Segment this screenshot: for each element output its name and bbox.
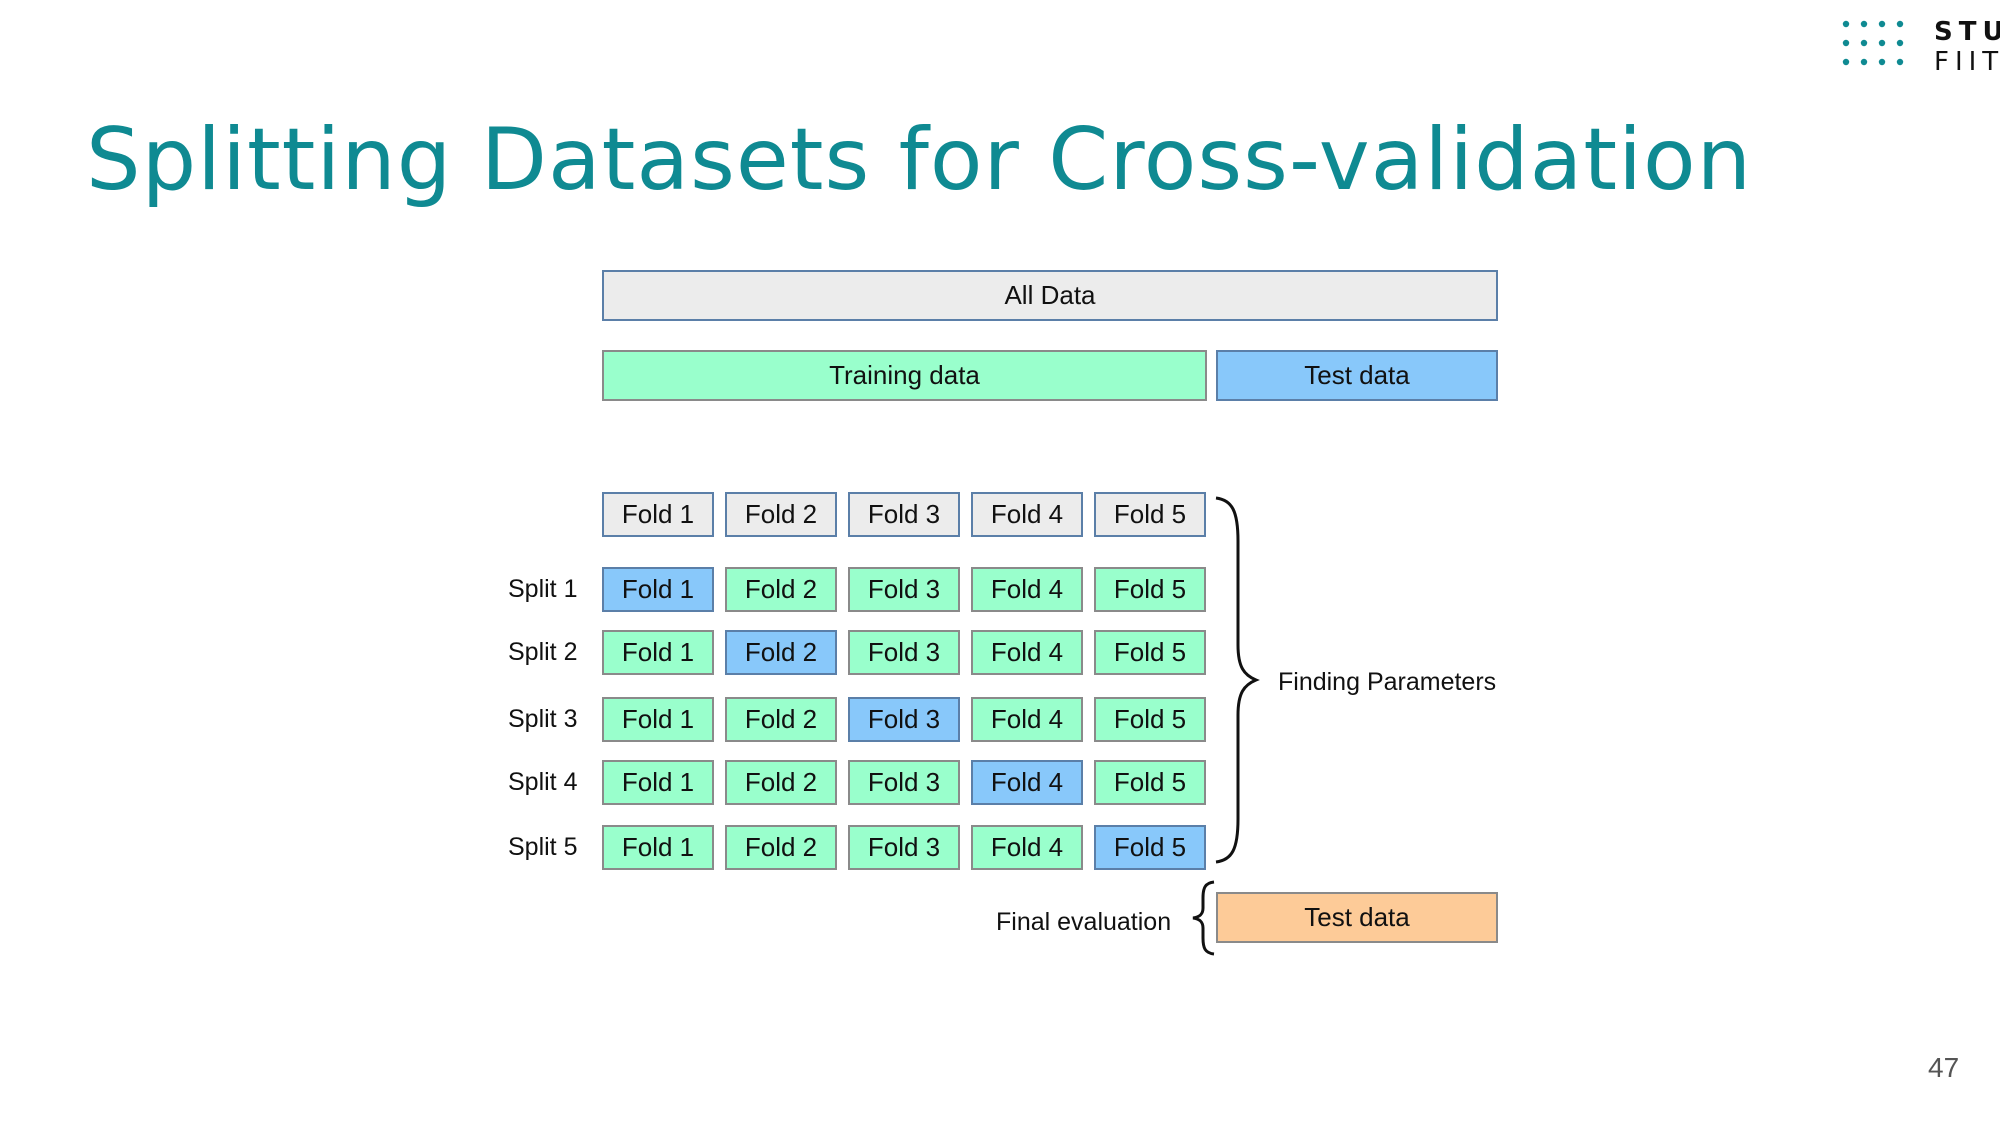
training-data-label: Training data [829,360,980,390]
split-label: Split 5 [508,833,578,861]
training-fold-cell: Fold 2 [725,567,837,612]
logo-dots [1842,20,1904,66]
training-fold-cell: Fold 4 [971,825,1083,870]
fold-label: Fold 1 [621,832,695,862]
fold-label: Fold 5 [1113,704,1187,734]
fold-label: Fold 3 [867,574,941,604]
validation-fold-cell: Fold 2 [725,630,837,675]
validation-fold-cell: Fold 1 [602,567,714,612]
fold-header-cell: Fold 3 [848,492,960,537]
training-fold-cell: Fold 5 [1094,760,1206,805]
fold-label: Fold 5 [1113,637,1187,667]
fold-header-cell: Fold 1 [602,492,714,537]
split-label: Split 1 [508,575,578,603]
fold-label: Fold 2 [744,499,818,529]
training-fold-cell: Fold 3 [848,760,960,805]
split-label: Split 4 [508,768,578,796]
training-data-bar: Training data [602,350,1207,401]
fold-label: Fold 1 [621,704,695,734]
fold-label: Fold 3 [867,499,941,529]
fold-label: Fold 2 [744,767,818,797]
fold-label: Fold 4 [990,832,1064,862]
training-fold-cell: Fold 5 [1094,567,1206,612]
final-test-data-label: Test data [1304,902,1410,932]
fold-header-cell: Fold 4 [971,492,1083,537]
fold-label: Fold 4 [990,767,1064,797]
final-evaluation-brace [1192,880,1215,956]
fold-label: Fold 4 [990,574,1064,604]
all-data-bar: All Data [602,270,1498,321]
validation-fold-cell: Fold 3 [848,697,960,742]
split-label: Split 3 [508,705,578,733]
validation-fold-cell: Fold 5 [1094,825,1206,870]
training-fold-cell: Fold 1 [602,697,714,742]
fold-label: Fold 5 [1113,767,1187,797]
fold-label: Fold 5 [1113,832,1187,862]
fold-label: Fold 4 [990,704,1064,734]
training-fold-cell: Fold 5 [1094,697,1206,742]
stu-fiit-logo: STU FIIT [1842,17,2000,76]
slide-title: Splitting Datasets for Cross-validation [86,110,1753,210]
training-fold-cell: Fold 4 [971,567,1083,612]
fold-label: Fold 1 [621,574,695,604]
fold-header-cell: Fold 2 [725,492,837,537]
training-fold-cell: Fold 4 [971,630,1083,675]
fold-label: Fold 3 [867,637,941,667]
test-data-bar: Test data [1216,350,1498,401]
fold-label: Fold 3 [867,704,941,734]
test-data-label: Test data [1304,360,1410,390]
training-fold-cell: Fold 5 [1094,630,1206,675]
fold-label: Fold 4 [990,637,1064,667]
fold-label: Fold 5 [1113,499,1187,529]
finding-parameters-label: Finding Parameters [1278,668,1497,696]
fold-label: Fold 1 [621,767,695,797]
fold-label: Fold 1 [621,637,695,667]
final-evaluation-label: Final evaluation [996,908,1172,936]
fold-label: Fold 4 [990,499,1064,529]
training-fold-cell: Fold 4 [971,697,1083,742]
training-fold-cell: Fold 3 [848,630,960,675]
fold-header-cell: Fold 5 [1094,492,1206,537]
training-fold-cell: Fold 3 [848,825,960,870]
training-fold-cell: Fold 2 [725,697,837,742]
training-fold-cell: Fold 2 [725,760,837,805]
finding-parameters-brace [1215,496,1260,864]
logo-text-line2: FIIT [1934,47,2000,76]
fold-label: Fold 2 [744,704,818,734]
final-test-data-bar: Test data [1216,892,1498,943]
fold-label: Fold 3 [867,767,941,797]
fold-label: Fold 3 [867,832,941,862]
page-number: 47 [1928,1052,1960,1083]
all-data-label: All Data [1004,280,1096,310]
validation-fold-cell: Fold 4 [971,760,1083,805]
training-fold-cell: Fold 2 [725,825,837,870]
training-fold-cell: Fold 1 [602,825,714,870]
split-label: Split 2 [508,638,578,666]
fold-label: Fold 2 [744,574,818,604]
training-fold-cell: Fold 1 [602,760,714,805]
training-fold-cell: Fold 1 [602,630,714,675]
fold-label: Fold 2 [744,832,818,862]
logo-text-line1: STU [1934,17,2000,47]
fold-label: Fold 5 [1113,574,1187,604]
training-fold-cell: Fold 3 [848,567,960,612]
fold-label: Fold 2 [744,637,818,667]
fold-label: Fold 1 [621,499,695,529]
